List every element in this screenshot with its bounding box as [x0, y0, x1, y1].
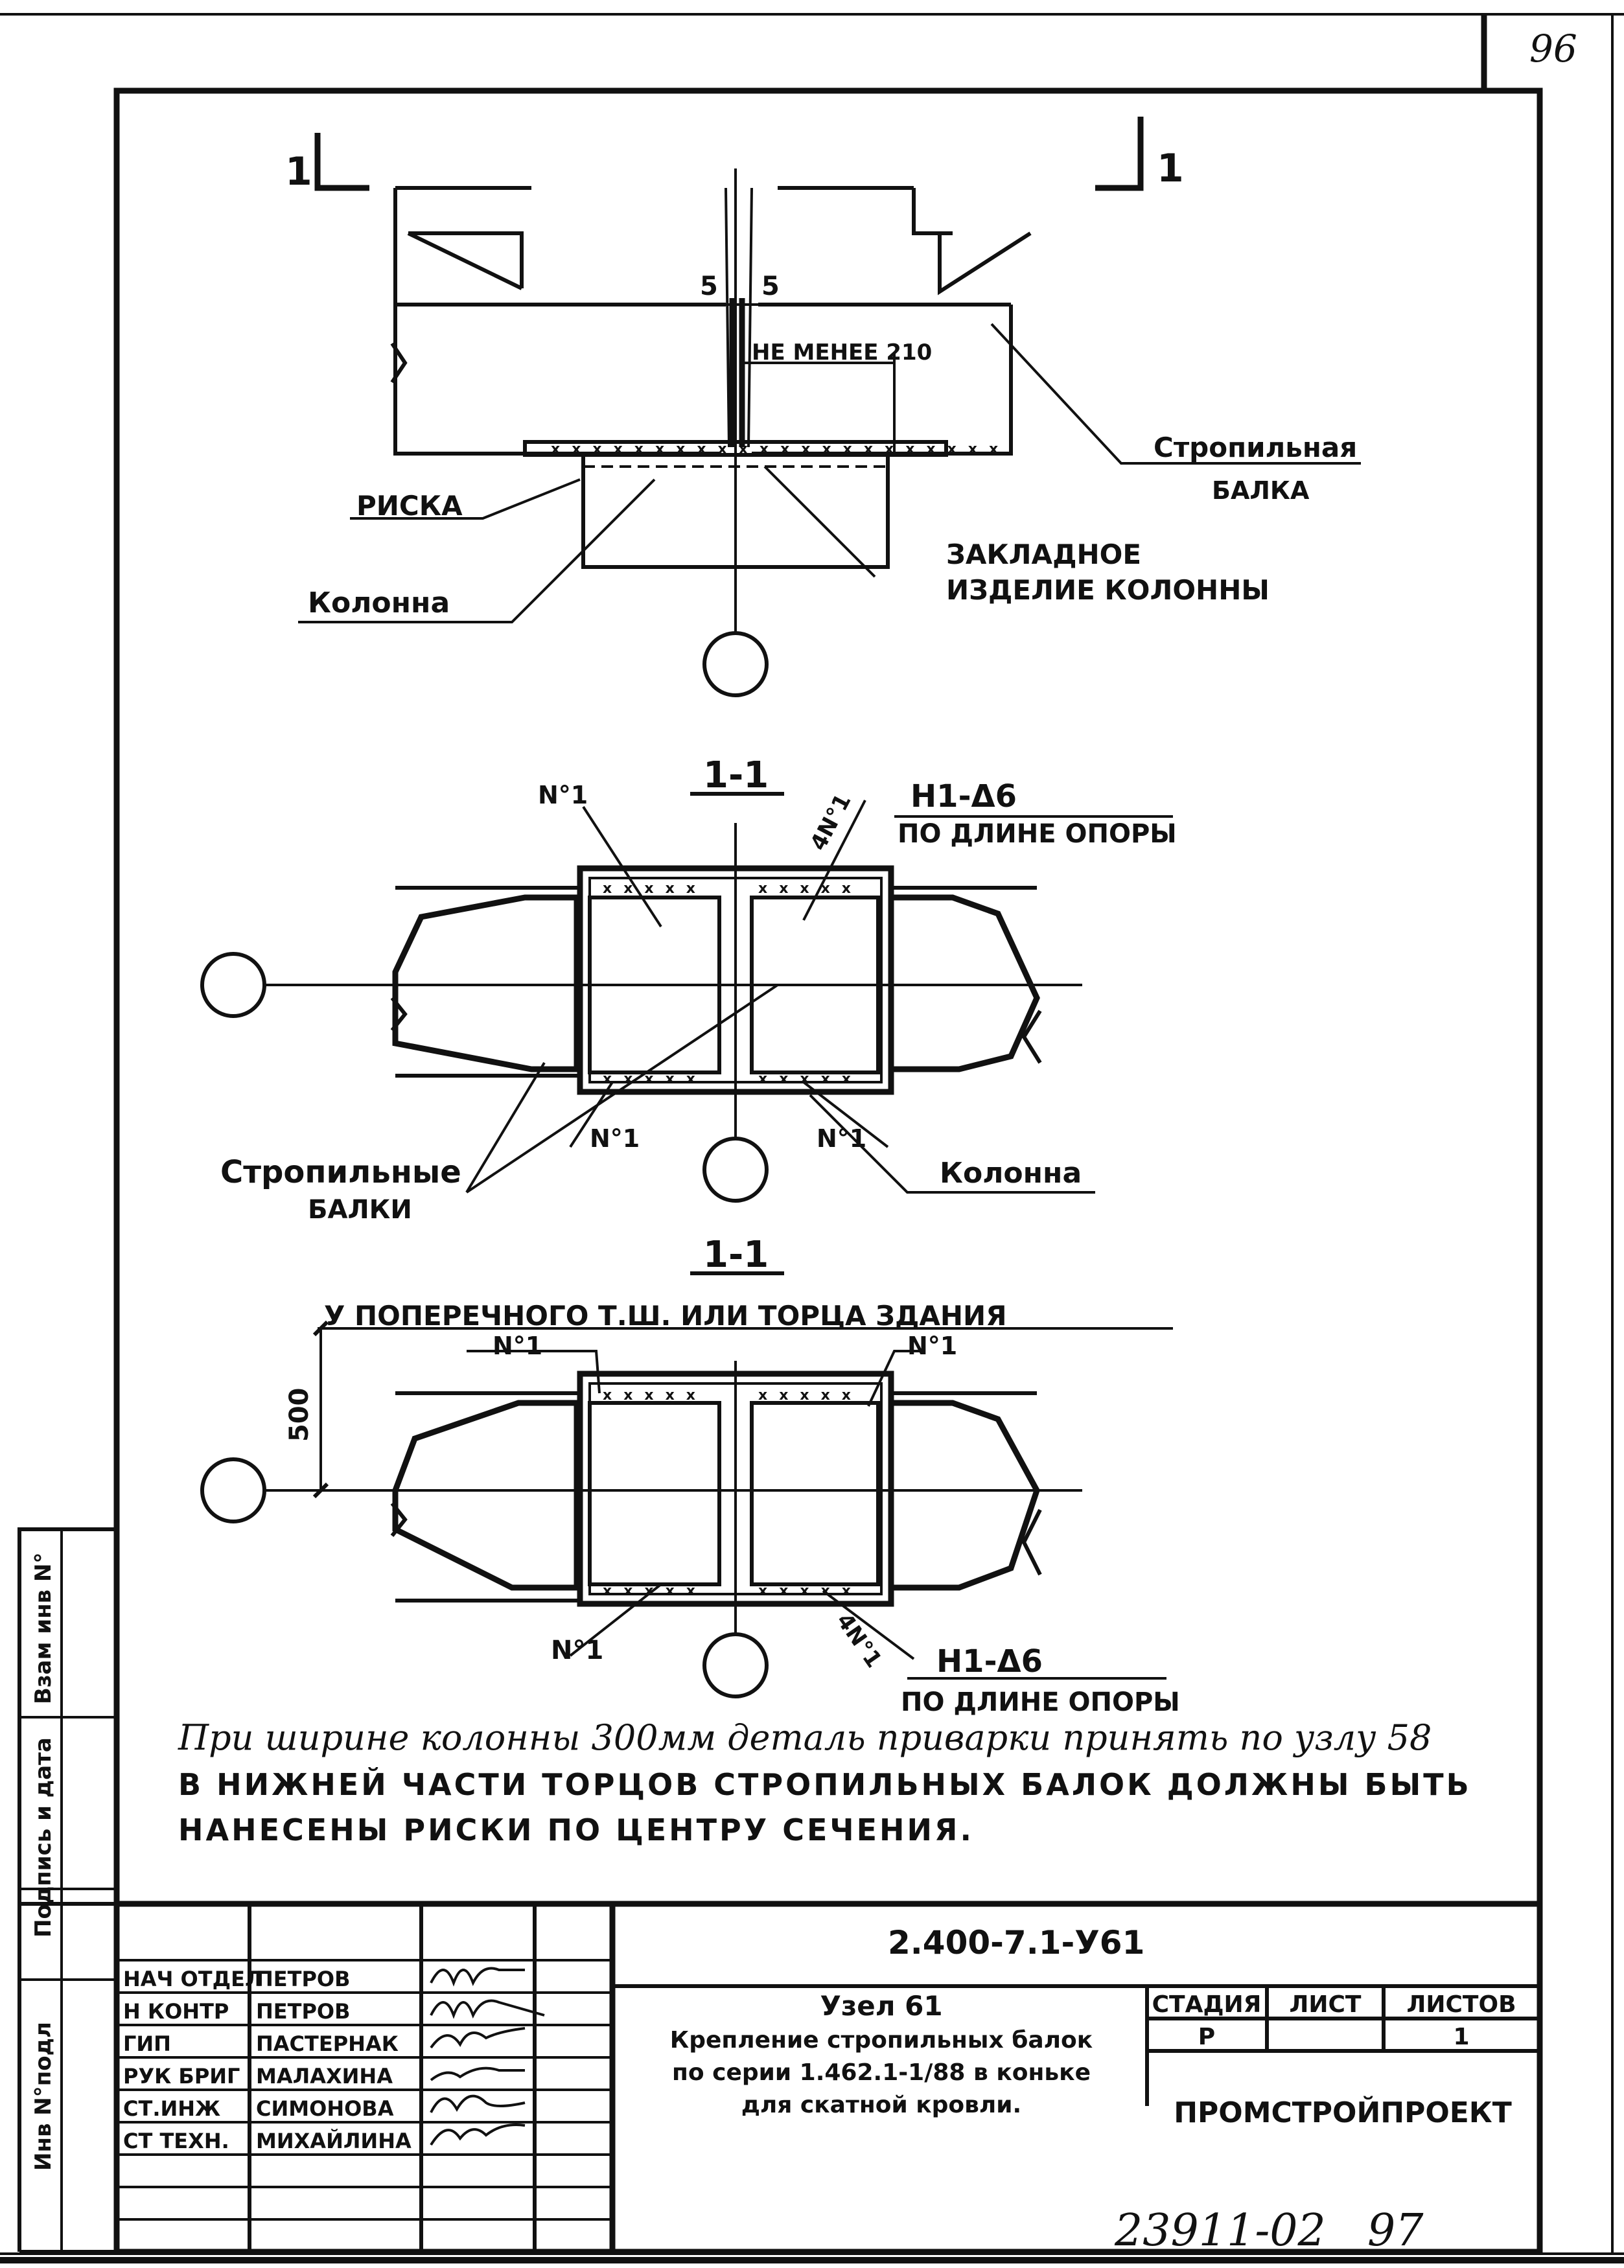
section-1-weld-note: ПО ДЛИНЕ ОПОРЫ: [898, 819, 1177, 849]
name-3: МАЛАХИНА: [256, 2064, 393, 2089]
name-2: ПАСТЕРНАК: [256, 2031, 399, 2056]
section-2-weld: Н1-Δ6: [936, 1643, 1043, 1680]
section-2-tag-4n1: 4N°1: [831, 1608, 887, 1672]
section-mark-right: 1: [1157, 146, 1184, 191]
name-5: МИХАЙЛИНА: [256, 2129, 412, 2153]
label-rafter-beam: Стропильная: [1154, 432, 1357, 463]
svg-text:xxxxx: xxxxx: [603, 1071, 707, 1087]
label-embed-2: ИЗДЕЛИЕ КОЛОННЫ: [946, 574, 1270, 606]
doc-code: 2.400-7.1-У61: [888, 1924, 1144, 1961]
section-1-weld: Н1-Δ6: [911, 778, 1017, 815]
sheets-header: ЛИСТОВ: [1406, 1991, 1516, 2018]
section-mark-left: 1: [285, 149, 312, 194]
svg-text:xxxxxxxxxxxxxxxxxxxxxx: xxxxxxxxxxxxxxxxxxxxxx: [551, 441, 1010, 457]
org-name: ПРОМСТРОЙПРОЕКТ: [1174, 2095, 1512, 2129]
label-rafter-beams: Стропильные: [220, 1154, 461, 1190]
role-4: СТ.ИНЖ: [123, 2096, 220, 2121]
signatures: [430, 1967, 545, 2146]
svg-text:xxxxx: xxxxx: [603, 1387, 707, 1404]
page-number-top: 96: [1529, 27, 1577, 71]
section-1-tag-n1-top: N°1: [538, 781, 588, 809]
section-2-dim-500: 500: [284, 1388, 314, 1442]
title-line-3: по серии 1.462.1-1/88 в коньке: [672, 2059, 1091, 2086]
label-column-top: Колонна: [308, 586, 450, 619]
section-2: xxxxx xxxxx xxxxx xxxxx: [200, 1271, 1173, 1698]
name-0: ПЕТРОВ: [256, 1967, 351, 1991]
title-block: [113, 1901, 1543, 2255]
page-number-bottom: 97: [1367, 2205, 1424, 2256]
svg-text:xxxxx: xxxxx: [758, 1387, 863, 1404]
role-5: СТ ТЕХН.: [123, 2129, 229, 2153]
archive-number: 23911-02: [1114, 2205, 1326, 2256]
side-stamp: [17, 1527, 119, 2254]
role-0: НАЧ ОТДЕЛ: [123, 1967, 262, 1991]
svg-text:xxxxx: xxxxx: [603, 1583, 707, 1599]
sheet-header: ЛИСТ: [1289, 1991, 1361, 2018]
section-2-weld-note: ПО ДЛИНЕ ОПОРЫ: [901, 1687, 1180, 1717]
svg-text:xxxxx: xxxxx: [758, 881, 863, 897]
top-view: xxxxxxxxxxxxxxxxxxxxxx: [298, 117, 1361, 697]
label-column-section: Колонна: [940, 1157, 1082, 1190]
stamp-vzam: Взам инв N°: [30, 1553, 56, 1704]
svg-text:xxxxx: xxxxx: [758, 1071, 863, 1087]
stamp-podpis: Подпись и дата: [30, 1737, 56, 1938]
label-rafter-beams-2: БАЛКИ: [308, 1195, 412, 1225]
min-dimension: НЕ МЕНЕЕ 210: [752, 340, 932, 365]
section-1: xxxxx xxxxx xxxxx xxxxx: [200, 792, 1173, 1203]
title-line-4: для скатной кровли.: [741, 2092, 1021, 2118]
section-2-caption: У ПОПЕРЕЧНОГО Т.Ш. ИЛИ ТОРЦА ЗДАНИЯ: [324, 1300, 1007, 1332]
name-4: СИМОНОВА: [256, 2096, 394, 2121]
stage-header: СТАДИЯ: [1152, 1991, 1262, 2018]
section-1-tag-4n1: 4N°1: [806, 790, 857, 855]
svg-text:xxxxx: xxxxx: [758, 1583, 863, 1599]
label-embed: ЗАКЛАДНОЕ: [946, 538, 1141, 570]
note-3: НАНЕСЕНЫ РИСКИ ПО ЦЕНТРУ СЕЧЕНИЯ.: [178, 1812, 974, 1847]
section-2-title: 1-1: [703, 1234, 769, 1276]
section-1-tag-n1-br: N°1: [817, 1124, 866, 1153]
section-1-tag-n1-bl: N°1: [590, 1124, 640, 1153]
svg-text:xxxxx: xxxxx: [603, 881, 707, 897]
stage-value: Р: [1198, 2024, 1215, 2050]
role-2: ГИП: [123, 2031, 171, 2056]
role-3: РУК БРИГ: [123, 2064, 240, 2089]
sheets-value: 1: [1453, 2024, 1469, 2050]
title-line-2: Крепление стропильных балок: [670, 2027, 1093, 2054]
section-2-tag-n1-bl: N°1: [551, 1636, 603, 1665]
role-1: Н КОНТР: [123, 1999, 229, 2024]
stamp-inv-podl: Инв N°подл: [30, 2022, 56, 2171]
note-1: При ширине колонны 300мм деталь приварки…: [178, 1717, 1432, 1758]
label-risk: РИСКА: [356, 490, 463, 522]
name-1: ПЕТРОВ: [256, 1999, 351, 2024]
gap-label-right: 5: [761, 272, 780, 301]
section-2-tag-n1-tr: N°1: [907, 1332, 957, 1360]
section-1-title: 1-1: [703, 754, 769, 796]
note-2: В НИЖНЕЙ ЧАСТИ ТОРЦОВ СТРОПИЛЬНЫХ БАЛОК …: [178, 1767, 1472, 1802]
title-line-1: Узел 61: [820, 1990, 942, 2022]
gap-label-left: 5: [700, 272, 718, 301]
label-rafter-beam-2: БАЛКА: [1212, 476, 1310, 505]
section-2-tag-n1-tl: N°1: [493, 1332, 542, 1360]
